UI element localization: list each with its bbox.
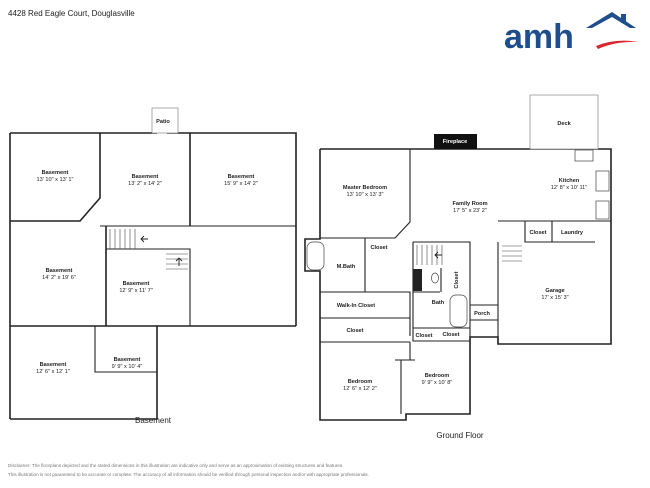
patio-outline <box>151 107 179 134</box>
caption-ground-floor: Ground Floor <box>436 431 483 440</box>
label-basement-5: Basement <box>123 281 150 287</box>
label-basement-7: Basement <box>114 357 141 363</box>
dims-basement-6: 12' 6" x 12' 1" <box>36 369 70 375</box>
dims-basement-5: 12' 9" x 11' 7" <box>119 288 152 294</box>
dims-family-room: 17' 5" x 23' 2" <box>453 208 487 214</box>
label-basement-6: Basement <box>40 362 67 368</box>
dims-basement-4: 14' 2" x 19' 6" <box>42 275 76 281</box>
property-address: 4428 Red Eagle Court, Douglasville <box>8 9 135 18</box>
range-shape <box>595 170 610 192</box>
label-patio: Patio <box>156 119 170 125</box>
stairs-up-arrow-icon <box>175 257 183 266</box>
label-closet-bath: Closet <box>415 333 432 339</box>
ground-walls <box>304 148 612 421</box>
caption-basement: Basement <box>135 416 172 425</box>
label-mbath: M.Bath <box>337 264 356 270</box>
label-closet-master: Closet <box>370 245 387 251</box>
basement-stairs <box>109 229 188 270</box>
disclaimer-line-2: This illustration is not guaranteed to b… <box>8 472 369 477</box>
label-garage: Garage <box>545 288 564 294</box>
label-closet-mid: Closet <box>346 328 363 334</box>
stair-void-shape <box>413 269 422 291</box>
label-basement-1: Basement <box>42 170 69 176</box>
label-basement-3: Basement <box>228 174 255 180</box>
label-laundry: Laundry <box>561 230 584 236</box>
label-fireplace: Fireplace <box>443 139 468 145</box>
stairs-arrow-icon <box>140 235 148 243</box>
label-closet-hall: Closet <box>454 271 460 288</box>
dims-master-bedroom: 13' 10" x 13' 3" <box>347 192 384 198</box>
label-walkin-closet: Walk-In Closet <box>337 303 375 309</box>
logo-wordmark: amh <box>504 18 574 54</box>
dims-basement-3: 15' 9" x 14' 2" <box>224 181 258 187</box>
deck-outline <box>529 94 599 150</box>
dims-basement-1: 13' 10" x 13' 1" <box>37 177 74 183</box>
label-master-bedroom: Master Bedroom <box>343 185 387 191</box>
fireplace-box <box>434 134 477 149</box>
house-roof-icon <box>586 12 636 28</box>
disclaimer-line-1: Disclaimer: The floorplans depicted and … <box>8 463 344 468</box>
label-bedroom-3: Bedroom <box>425 373 450 379</box>
amh-logo: amh <box>504 12 638 54</box>
toilet-shape <box>431 272 439 284</box>
label-family-room: Family Room <box>452 201 487 207</box>
dims-garage: 17' x 15' 3" <box>541 295 568 301</box>
dims-basement-2: 13' 2" x 14' 2" <box>128 181 162 187</box>
swoosh-icon <box>596 40 638 49</box>
label-basement-2: Basement <box>132 174 159 180</box>
dims-bedroom-3: 9' 9" x 10' 8" <box>422 380 453 386</box>
label-porch: Porch <box>474 311 490 317</box>
dims-kitchen: 12' 8" x 10' 11" <box>551 185 587 191</box>
chimney-shape <box>621 14 626 23</box>
label-deck: Deck <box>557 121 571 127</box>
label-closet-bath-2: Closet <box>442 332 459 338</box>
basement-walls <box>9 132 297 420</box>
label-kitchen: Kitchen <box>559 178 580 184</box>
bathtub-shape <box>449 294 468 328</box>
dims-basement-7: 9' 9" x 10' 4" <box>112 364 143 370</box>
dims-bedroom-2: 12' 6" x 12' 2" <box>343 386 377 392</box>
label-bath: Bath <box>432 300 445 306</box>
sink-shape <box>574 149 594 162</box>
label-bedroom-2: Bedroom <box>348 379 373 385</box>
stairs-arrow-icon <box>434 251 442 259</box>
label-basement-4: Basement <box>46 268 73 274</box>
bathtub-shape <box>306 241 325 271</box>
label-closet-kitchen: Closet <box>529 230 546 236</box>
fridge-shape <box>595 200 610 220</box>
